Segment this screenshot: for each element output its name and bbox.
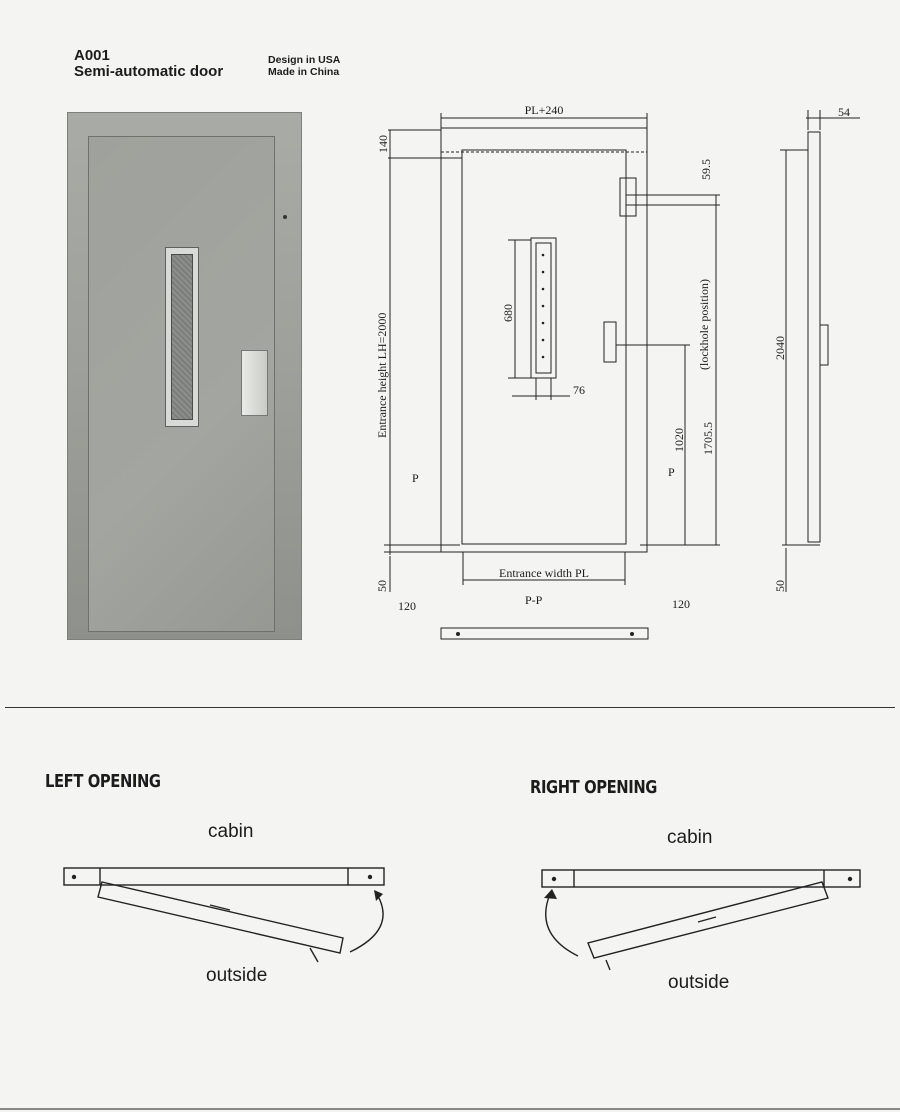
left-outside-label: outside [206,965,268,986]
dim-entrance-height: Entrance height LH=2000 [375,313,389,438]
vision-window [165,247,199,427]
section-plate [440,627,649,640]
dim-side-bottom: 50 [773,580,787,592]
right-outside-label: outside [668,972,730,993]
dim-side-right: 120 [672,597,690,611]
design-origin: Design in USA [268,54,341,66]
technical-drawing: PL+240 140 Entrance height LH=2000 50 En… [375,103,860,640]
dim-top-width: PL+240 [525,103,564,117]
dim-window-height: 680 [501,304,515,322]
vision-glass [171,254,193,420]
dim-side-thickness: 54 [838,105,850,119]
dim-side-left: 120 [398,599,416,613]
origin-info: Design in USA Made in China [268,54,340,78]
lockhole-label: (lockhole position) [697,279,711,370]
left-cabin-label: cabin [208,821,254,842]
dim-bottom-offset: 50 [375,580,389,592]
section-divider [5,707,895,708]
dim-side-height: 2040 [773,336,787,360]
product-name: Semi-automatic door [74,63,224,80]
left-opening-title: LEFT OPENING [45,771,161,792]
door-panel [88,136,287,632]
keyhole [283,215,287,219]
dim-window-width: 76 [573,383,585,397]
right-opening-title: RIGHT OPENING [530,777,657,798]
lock-bracket [619,177,637,217]
left-opening-diagram [63,867,385,963]
section-mark-left: P [412,471,419,485]
door-leaf [461,149,627,545]
dim-entrance-width: Entrance width PL [499,566,589,580]
page-bottom-edge [0,1108,900,1110]
dim-handle-height: 1020 [672,428,686,452]
section-mark-right: P [668,465,675,479]
lock-drawing [603,321,617,363]
dim-lock-offset: 59.5 [699,159,713,180]
side-view [807,131,821,543]
door-handle [241,350,268,416]
right-cabin-label: cabin [667,827,713,848]
window-drawing [530,237,557,379]
right-opening-diagram [541,869,861,971]
model-number: A001 [74,47,110,64]
section-label: P-P [525,593,543,607]
made-origin: Made in China [268,66,340,78]
door-frame [440,127,648,553]
door-photo [67,112,302,640]
dim-lock-height: 1705.5 [701,422,715,455]
dim-top-offset: 140 [376,135,390,153]
